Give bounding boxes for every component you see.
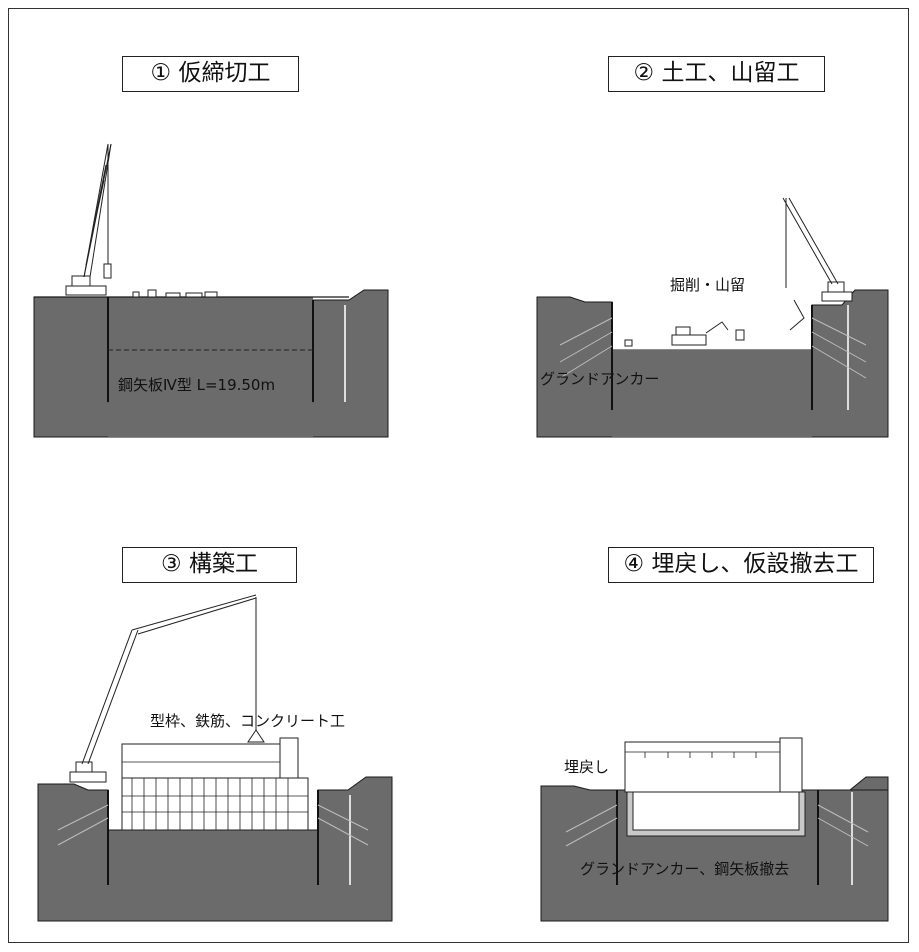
panel-4-drawing: 埋戻し グランドアンカー、鋼矢板撤去 [540, 737, 889, 922]
panel-3-work-label: 型枠、鉄筋、コンクリート工 [150, 712, 345, 730]
panel-2-anchor-label: グランドアンカー [540, 370, 659, 388]
panel-4-title: ④ 埋戻し、仮設撤去工 [608, 547, 874, 583]
panel-2-excavation-label: 掘削・山留 [670, 276, 745, 294]
panel-4-ground-anchors [565, 804, 869, 847]
panel-3-ground-anchors [57, 804, 369, 846]
panel-4-box-structure [624, 737, 806, 837]
figure-frame [8, 8, 909, 943]
panel-2-crawler-crane [782, 197, 853, 331]
panel-3-structure [121, 737, 309, 831]
panel-1-crawler-crane [65, 143, 112, 296]
panel-2-title: ② 土工、山留工 [608, 56, 825, 92]
panel-1-sheet-pile-label: 鋼矢板Ⅳ型 L=19.50m [118, 376, 275, 394]
panel-1-inner-ground [108, 297, 313, 437]
panel-2-excavator [624, 321, 745, 347]
panel-4-removal-label: グランドアンカー、鋼矢板撤去 [580, 860, 789, 878]
panel-2-drawing: 掘削・山留 グランドアンカー [536, 197, 889, 438]
panel-1-title: ① 仮締切工 [122, 56, 299, 92]
panel-3-drawing: 型枠、鉄筋、コンクリート工 [37, 594, 393, 922]
panel-1-drawing: 鋼矢板Ⅳ型 L=19.50m [33, 143, 389, 438]
panel-3-crawler-crane [69, 594, 265, 783]
panel-4-backfill-label: 埋戻し [564, 758, 609, 776]
panel-2-ground-anchors [559, 317, 867, 379]
panel-3-title: ③ 構築工 [122, 547, 297, 583]
